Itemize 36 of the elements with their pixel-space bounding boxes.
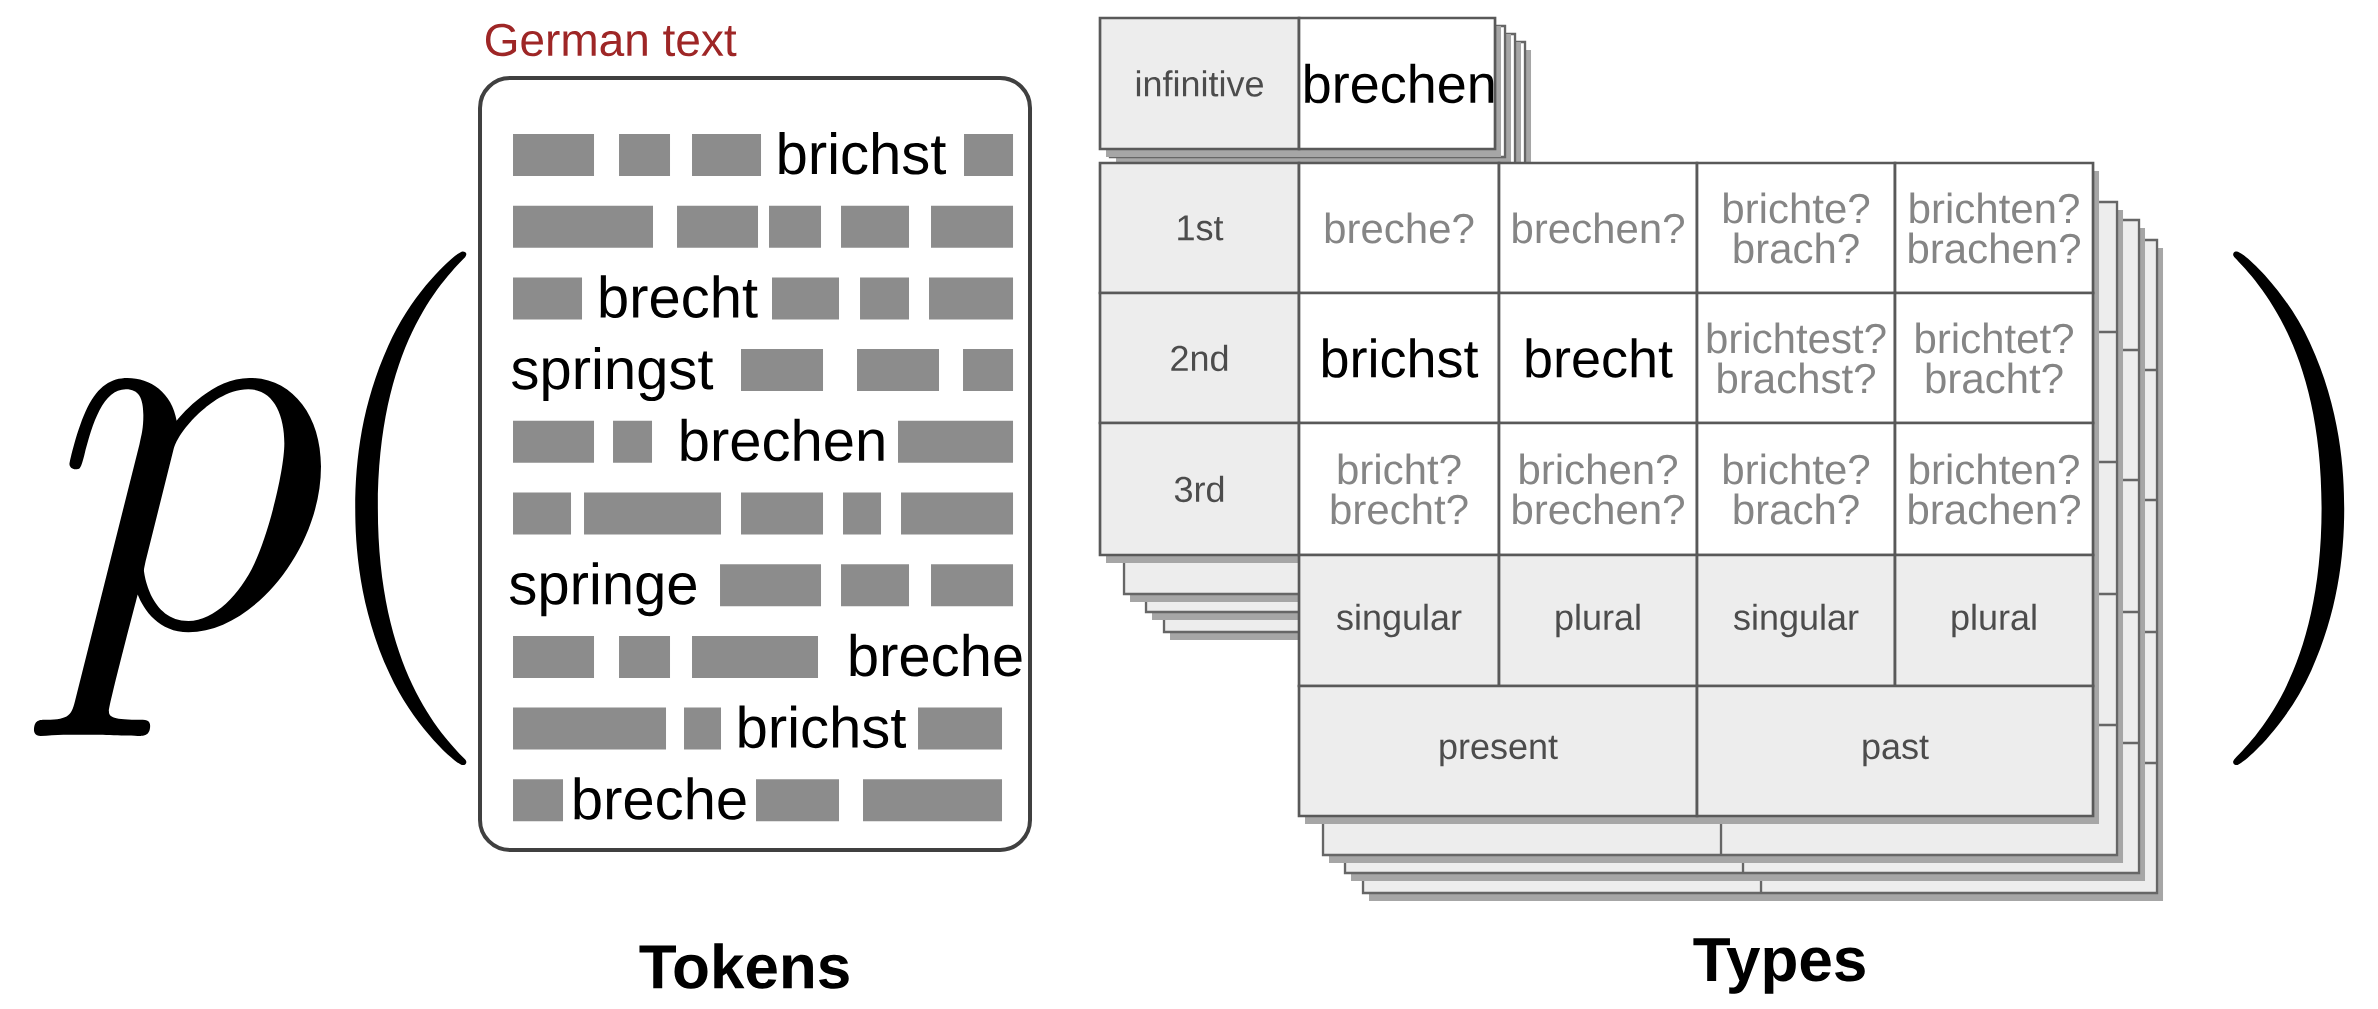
- table-header-cell: singular: [1297, 553, 1501, 688]
- function-symbol: $p$: [34, 377, 321, 736]
- table-cell: brichst: [1297, 291, 1501, 425]
- table-header-cell: 3rd: [1098, 421, 1301, 557]
- table-header-cell: 1st: [1098, 161, 1301, 295]
- caption: Types: [1693, 938, 1865, 994]
- heading: German text: [486, 23, 737, 57]
- table-cell: breche?: [1297, 161, 1501, 295]
- table-cell: brichtest? brachst?: [1695, 291, 1897, 425]
- word: springst: [512, 347, 714, 402]
- caption: Tokens: [639, 943, 849, 989]
- table-header-cell: past: [1695, 684, 2095, 818]
- table-cell: brichtet? bracht?: [1893, 291, 2095, 425]
- table-header-cell: plural: [1497, 553, 1699, 688]
- word: springe: [510, 562, 696, 617]
- word: brechen: [681, 418, 884, 462]
- table-header-cell: singular: [1695, 553, 1897, 688]
- table-cell: bricht? brecht?: [1297, 421, 1501, 557]
- table-header-cell: infinitive: [1098, 16, 1301, 151]
- word: brecht: [600, 275, 758, 318]
- table-cell: brichen? brechen?: [1497, 421, 1699, 557]
- word: breche: [850, 633, 1022, 677]
- word: brichst: [779, 131, 946, 175]
- table-cell: brecht: [1497, 291, 1699, 425]
- table-header-cell: plural: [1893, 553, 2095, 688]
- table-header-cell: present: [1297, 684, 1699, 818]
- word: breche: [574, 777, 746, 820]
- table-cell: brechen?: [1497, 161, 1699, 295]
- table-cell: brichten? brachen?: [1893, 161, 2095, 295]
- table-cell: brichte? brach?: [1695, 421, 1897, 557]
- table-cell: brechen: [1297, 16, 1497, 151]
- table-header-cell: 2nd: [1098, 291, 1301, 425]
- table-cell: brichten? brachen?: [1893, 421, 2095, 557]
- table-cell: brichte? brach?: [1695, 161, 1897, 295]
- parenthesis: $)$: [2233, 251, 2345, 766]
- word: brichst: [739, 705, 906, 749]
